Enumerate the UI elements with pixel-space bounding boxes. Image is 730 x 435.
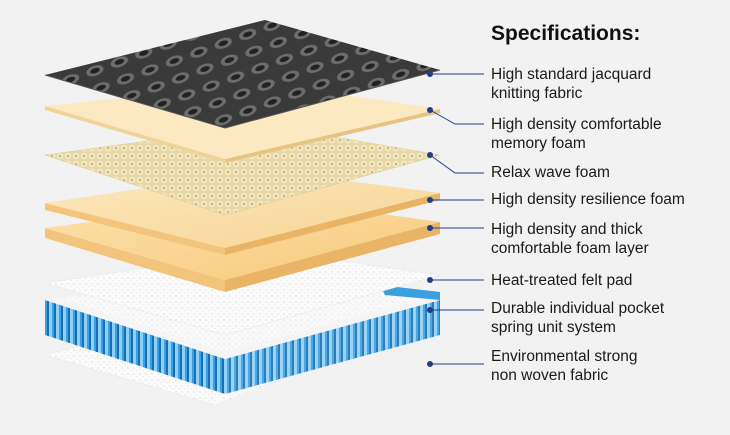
label-wave-foam: Relax wave foam	[491, 163, 610, 182]
callout-dot-spring	[427, 307, 433, 313]
label-non-woven: Environmental strong non woven fabric	[491, 347, 637, 385]
label-line: Durable individual pocket	[491, 300, 665, 317]
callout-dots	[427, 71, 433, 367]
label-felt-pad: Heat-treated felt pad	[491, 271, 632, 290]
label-line: High density resilience foam	[491, 191, 685, 208]
label-line: High density and thick	[491, 221, 643, 238]
callout-line-wave	[429, 154, 484, 174]
callout-dot-memory	[427, 107, 433, 113]
callout-dot-jacquard	[427, 71, 433, 77]
label-pocket-spring: Durable individual pocket spring unit sy…	[491, 299, 664, 337]
label-line: Heat-treated felt pad	[491, 272, 633, 289]
label-line: High density comfortable	[491, 116, 662, 133]
callout-dot-wave	[427, 152, 433, 158]
callout-lines	[429, 73, 484, 365]
label-line: comfortable foam layer	[491, 240, 649, 257]
callout-dot-nonwoven	[427, 361, 433, 367]
callout-dot-thick	[427, 225, 433, 231]
label-line: spring unit system	[491, 319, 616, 336]
label-resilience-foam: High density resilience foam	[491, 190, 685, 209]
label-thick-foam: High density and thick comfortable foam …	[491, 220, 649, 258]
label-memory-foam: High density comfortable memory foam	[491, 115, 662, 153]
label-line: High standard jacquard	[491, 66, 652, 83]
label-line: knitting fabric	[491, 85, 583, 102]
label-line: non woven fabric	[491, 367, 609, 384]
label-line: Environmental strong	[491, 348, 638, 365]
label-line: memory foam	[491, 135, 586, 152]
callout-dot-resilience	[427, 197, 433, 203]
label-line: Relax wave foam	[491, 164, 610, 181]
jacquard-fabric-layer	[44, 20, 441, 129]
callout-dot-felt	[427, 277, 433, 283]
callout-line-memory	[429, 109, 484, 125]
specifications-title: Specifications:	[491, 22, 641, 45]
label-jacquard: High standard jacquard knitting fabric	[491, 65, 651, 103]
